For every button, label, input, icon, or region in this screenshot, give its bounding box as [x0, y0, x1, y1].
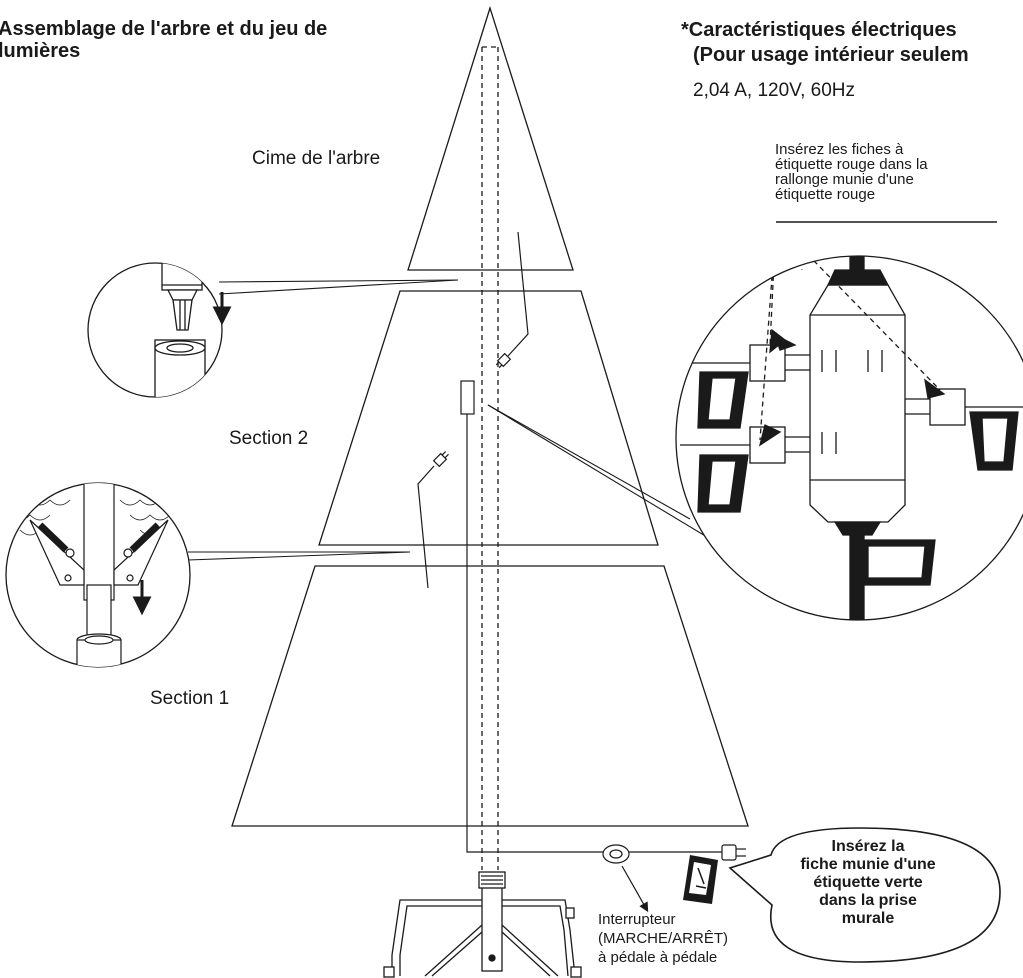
tree-top-section [407, 5, 574, 271]
foot-switch-note: Interrupteur (MARCHE/ARRÊT) à pédale à p… [598, 911, 728, 966]
extension-box [460, 380, 475, 415]
label-tree-top: Cime de l'arbre [252, 148, 381, 169]
top-joint-detail [87, 262, 232, 398]
specs-usage: (Pour usage intérieur seulem [693, 44, 969, 66]
electrical-specs: *Caractéristiques électriques (Pour usag… [681, 18, 969, 68]
label-section-2: Section 2 [229, 428, 309, 449]
top-plug-icon [495, 352, 512, 369]
specs-rating: 2,04 A, 120V, 60Hz [693, 80, 855, 101]
diagram-title: Assemblage de l'arbre et du jeu de lumiè… [0, 18, 328, 62]
section-1 [231, 565, 749, 827]
top-wire [507, 231, 529, 357]
specs-heading: *Caractéristiques électriques [681, 19, 957, 41]
green-tag-note: Insérez la fiche munie d'une étiquette v… [800, 838, 936, 927]
extension-cord-detail [675, 221, 1023, 621]
center-pole [481, 46, 499, 870]
wall-plug-icon [721, 844, 746, 861]
label-section-1: Section 1 [150, 688, 230, 709]
red-tag-note: Insérez les fiches à étiquette rouge dan… [775, 141, 928, 203]
green-tag-icon [683, 855, 718, 904]
section-joint-detail [5, 482, 191, 668]
section2-wire [417, 465, 435, 589]
tree-stand [383, 871, 582, 978]
section-2 [318, 290, 659, 546]
main-cord [466, 414, 722, 853]
green-plug-callout [728, 827, 1001, 963]
section2-plug-icon [432, 451, 449, 468]
foot-switch [602, 844, 630, 864]
